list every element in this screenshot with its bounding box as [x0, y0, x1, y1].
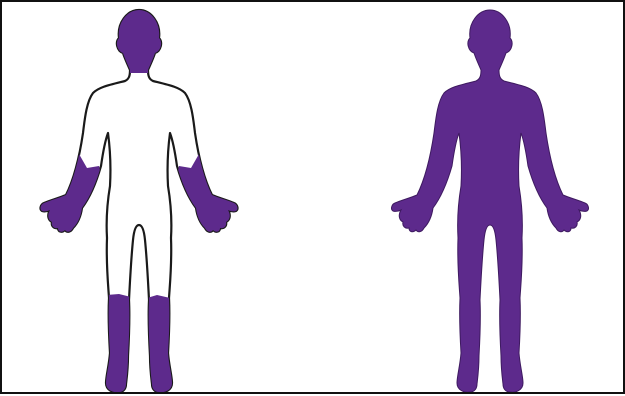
whole-body-shading — [392, 10, 589, 392]
partial-coverage-figure — [41, 10, 238, 392]
full-coverage-figure — [392, 10, 589, 392]
body-diagram — [2, 2, 623, 392]
